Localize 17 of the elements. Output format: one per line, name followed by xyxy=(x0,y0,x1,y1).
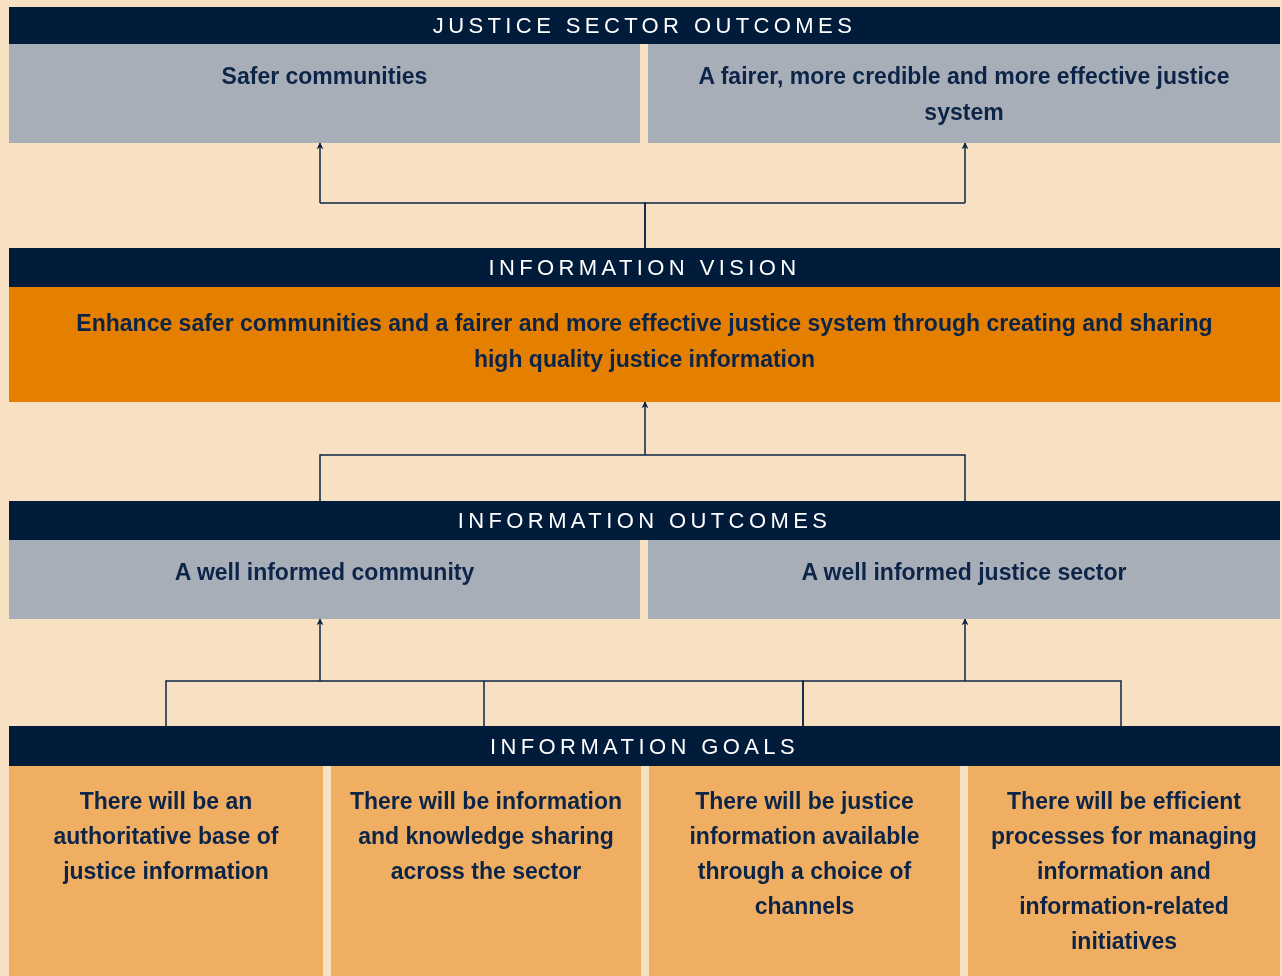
section-header-band: INFORMATION GOALS xyxy=(9,726,1280,766)
section-header-band: INFORMATION OUTCOMES xyxy=(9,501,1280,540)
outcome-box: Safer communities xyxy=(9,44,640,143)
vision-box: Enhance safer communities and a fairer and more effective justice system through creating and sharing high quality justice information xyxy=(9,287,1280,402)
goal-box: There will be justice information available through a choice of channels xyxy=(649,766,960,976)
goal-box: There will be an authoritative base of justice information xyxy=(9,766,323,976)
section-header-band: JUSTICE SECTOR OUTCOMES xyxy=(9,7,1280,44)
goal-box: There will be efficient processes for managing information and information-related initiatives xyxy=(968,766,1280,976)
outcome-box: A well informed justice sector xyxy=(648,540,1280,619)
section-header-band: INFORMATION VISION xyxy=(9,248,1280,287)
connector-arrow xyxy=(644,142,969,249)
connector-arrow xyxy=(802,618,1122,727)
goal-box: There will be information and knowledge sharing across the sector xyxy=(331,766,641,976)
connector-arrow xyxy=(165,618,804,727)
outcome-box: A fairer, more credible and more effective justice system xyxy=(648,44,1280,143)
connector-arrow xyxy=(319,401,966,502)
outcome-box: A well informed community xyxy=(9,540,640,619)
